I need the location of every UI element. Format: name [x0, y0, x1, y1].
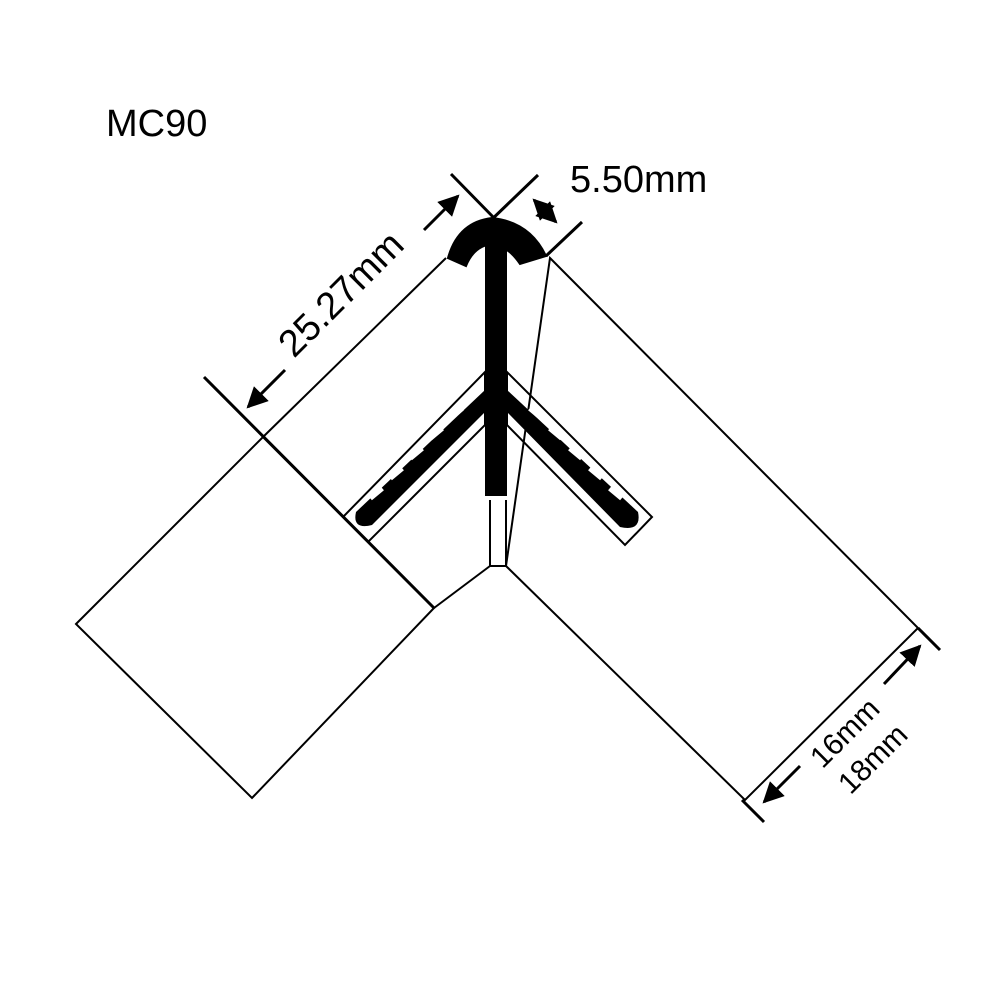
leg-extension-bottom	[202, 375, 436, 610]
leg-dimension-arrow-lower	[246, 368, 287, 409]
thickness-extension-bottom	[740, 798, 766, 824]
leg-dimension-label: 25.27mm	[271, 224, 413, 366]
cap-dimension-arrow	[532, 198, 558, 224]
thickness-extension-top	[916, 626, 942, 652]
left-tile-top-edge	[262, 257, 447, 438]
thickness-arrow-lower	[762, 764, 802, 804]
cap-extension-far	[544, 220, 584, 258]
profile-stem	[485, 244, 507, 496]
left-tile-inner-edge	[433, 565, 491, 609]
leg-dimension-arrow-upper	[422, 194, 460, 232]
cap-extension-left	[449, 172, 500, 224]
right-tile	[504, 255, 920, 802]
cap-dimension-label: 5.50mm	[570, 159, 707, 201]
thickness-arrow-upper	[882, 644, 922, 686]
cap-extension-right	[484, 173, 540, 227]
model-title: MC90	[106, 103, 207, 145]
right-anchor-leg	[506, 369, 654, 547]
left-anchor-leg	[341, 369, 486, 544]
center-groove	[489, 500, 507, 567]
